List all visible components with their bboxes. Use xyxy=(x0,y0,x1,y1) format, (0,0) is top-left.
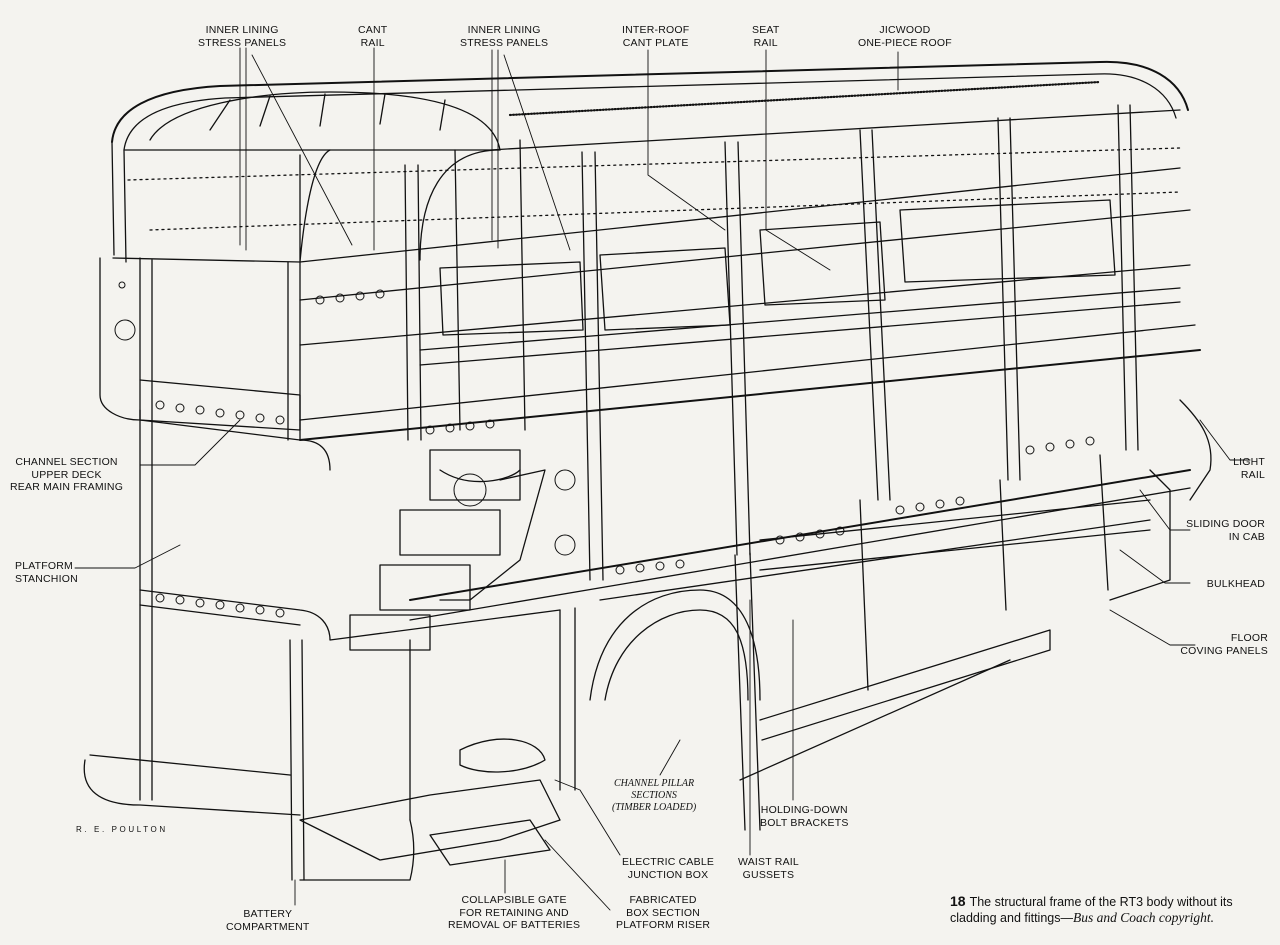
label-battery-compartment: BATTERY COMPARTMENT xyxy=(226,908,310,933)
leader-lines xyxy=(74,47,1251,911)
upper-deck-pillars xyxy=(287,104,1139,581)
staircase xyxy=(349,449,546,651)
label-waist-rail-gussets: WAIST RAIL GUSSETS xyxy=(738,856,799,881)
label-fabricated-box-section: FABRICATED BOX SECTION PLATFORM RISER xyxy=(616,894,711,931)
artist-signature: R. E. POULTON xyxy=(76,825,168,834)
label-sliding-door-in-cab: SLIDING DOOR IN CAB xyxy=(1186,518,1265,543)
label-light-rail: LIGHT RAIL xyxy=(1233,456,1265,481)
label-channel-pillar-sections: CHANNEL PILLAR SECTIONS (TIMBER LOADED) xyxy=(612,778,697,813)
figure-number: 18 xyxy=(950,893,966,909)
label-jicwood-one-piece-roof: JICWOOD ONE-PIECE ROOF xyxy=(858,24,952,49)
label-cant-rail: CANT RAIL xyxy=(358,24,388,49)
label-electric-cable-junction-box: ELECTRIC CABLE JUNCTION BOX xyxy=(622,856,715,881)
label-inter-roof-cant-plate: INTER-ROOF CANT PLATE xyxy=(622,24,690,49)
label-bulkhead: BULKHEAD xyxy=(1206,578,1265,590)
lower-deck-frame xyxy=(409,399,1212,831)
label-holding-down-bolt-brackets: HOLDING-DOWN BOLT BRACKETS xyxy=(760,804,849,829)
rivet-holes xyxy=(114,281,1095,618)
longitudinal-rails xyxy=(299,199,1201,441)
label-seat-rail: SEAT RAIL xyxy=(752,24,780,49)
label-floor-coving-panels: FLOOR COVING PANELS xyxy=(1180,632,1268,657)
label-platform-stanchion: PLATFORM STANCHION xyxy=(15,560,78,585)
label-inner-lining-stress-panels-left: INNER LINING STRESS PANELS xyxy=(198,24,287,49)
roof-structure xyxy=(111,60,1189,263)
platform xyxy=(299,738,561,866)
label-inner-lining-stress-panels-right: INNER LINING STRESS PANELS xyxy=(460,24,549,49)
rear-frame xyxy=(83,257,561,881)
label-channel-section: CHANNEL SECTION UPPER DECK REAR MAIN FRA… xyxy=(10,456,124,493)
label-collapsible-gate: COLLAPSIBLE GATE FOR RETAINING AND REMOV… xyxy=(448,894,581,931)
caption-credit: Bus and Coach copyright. xyxy=(1073,910,1214,925)
caption-text: The structural frame of the RT3 body wit… xyxy=(950,895,1233,925)
